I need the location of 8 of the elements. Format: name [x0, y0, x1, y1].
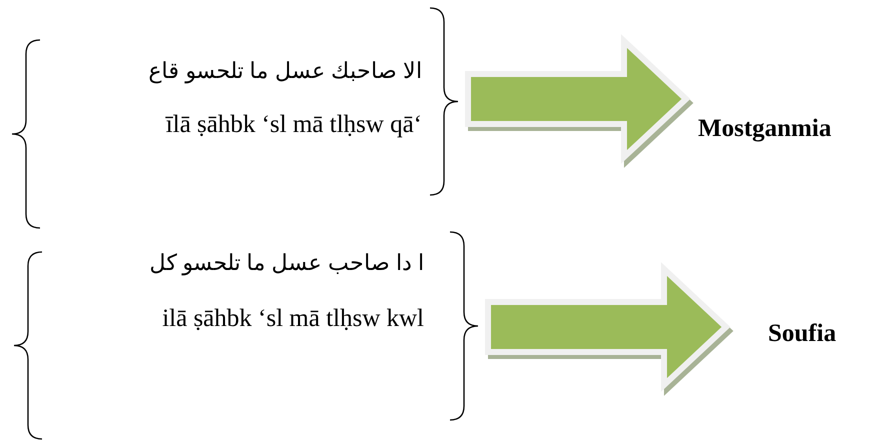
region-label: Soufia	[730, 319, 860, 349]
block-arrow	[485, 262, 730, 392]
block-arrow	[465, 34, 690, 164]
transliteration: ilā ṣāhbk ‘sl mā tlḥsw kwl	[162, 304, 424, 334]
transliteration: īlā ṣāhbk ‘sl mā tlḥsw qā‘	[166, 110, 422, 140]
arabic-phrase: ا دا صاحب عسل ما تلحسو كل	[149, 250, 424, 276]
arabic-phrase: الا صاحبك عسل ما تلحسو قاع	[148, 58, 422, 84]
region-label: Mostganmia	[690, 114, 866, 144]
